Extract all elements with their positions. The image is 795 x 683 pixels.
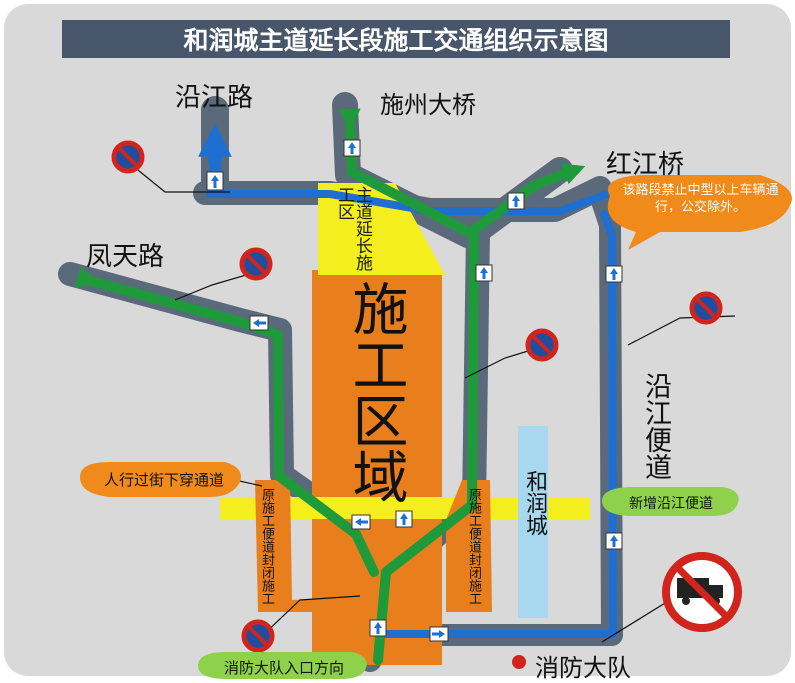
label-construction-zone: 施工区域	[343, 280, 408, 504]
label-old-road-right: 原施工便道封闭施工	[466, 488, 481, 605]
up-arrow-icon	[395, 510, 413, 528]
no-parking-sign-icon	[525, 328, 559, 362]
lane-fengtian	[74, 266, 379, 577]
right-arrow-icon	[429, 626, 449, 642]
new-side-road-callout	[602, 487, 739, 516]
fire-brigade-dot-icon	[512, 655, 526, 669]
label-yanjiang-road: 沿江路	[175, 83, 254, 113]
herun-city-block	[518, 426, 548, 618]
up-arrow-icon	[343, 139, 361, 157]
up-arrow-icon	[507, 192, 525, 210]
lane-central-up	[373, 231, 479, 665]
label-truck-ban: 该路段禁止中型以上车辆通行，公交除外。	[622, 183, 779, 215]
up-arrow-icon	[605, 265, 623, 283]
fire-entrance-callout	[198, 652, 367, 679]
up-arrow-icon	[475, 264, 493, 282]
label-yanjiang-side-road: 沿江便道	[640, 372, 671, 480]
label-underpass: 人行过街下穿通道	[103, 471, 224, 489]
label-hongjiang-bridge: 红江桥	[606, 150, 685, 180]
underpass-callout	[80, 462, 241, 497]
no-parking-sign-icon	[239, 247, 273, 281]
label-new-side-road: 新增沿江便道	[629, 496, 713, 512]
lane-hongjiang	[465, 163, 586, 238]
label-extension-zone: 主道延长施工区	[334, 186, 372, 271]
no-parking-sign-icon	[689, 291, 723, 325]
lane-shizhou	[338, 108, 475, 238]
no-parking-sign-icon	[111, 140, 145, 174]
extension-zone-yellow	[318, 183, 445, 275]
label-old-road-left: 原施工便道封闭施工	[259, 488, 274, 605]
label-fengtian-road: 凤天路	[86, 242, 165, 272]
up-arrow-icon	[369, 619, 387, 637]
title-bar	[62, 20, 730, 58]
map-title: 和润城主道延长段施工交通组织示意图	[183, 26, 608, 55]
green-lanes	[74, 108, 586, 665]
up-arrow-icon	[605, 532, 623, 550]
no-parking-sign-icon	[241, 619, 275, 653]
up-arrow-icon	[206, 171, 224, 191]
lane-east-side	[376, 210, 617, 638]
no-truck-sign-icon	[662, 552, 742, 632]
old-road-left-zone	[255, 480, 360, 612]
label-herun-city: 和润城	[522, 470, 547, 536]
legend-fire-brigade: 消防大队	[535, 654, 631, 682]
label-shizhou-bridge: 施州大桥	[380, 91, 476, 119]
label-fire-entrance: 消防大队入口方向	[223, 659, 344, 677]
left-arrow-icon	[351, 514, 371, 530]
truck-ban-callout	[607, 175, 792, 250]
left-arrow-icon	[249, 315, 269, 331]
